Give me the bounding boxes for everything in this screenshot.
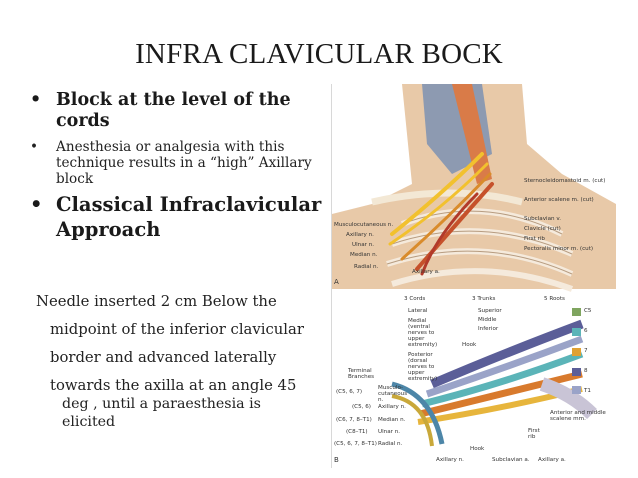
- bottom-axillary-n: Axillary n.: [436, 457, 464, 463]
- root-c5: C5: [584, 308, 592, 314]
- paragraph-line: towards the axilla at an angle 45: [50, 377, 297, 394]
- label-anterior-scalene: Anterior scalene m. (cut): [524, 197, 594, 203]
- cord-lateral: Lateral: [408, 308, 428, 314]
- label-median-n: Median n.: [350, 252, 378, 258]
- bullet-marker: •: [30, 90, 42, 110]
- branch-seg: (C8–T1): [346, 429, 368, 435]
- branch-name: Axillary n.: [378, 404, 406, 410]
- branch-name: Musculo-cutaneous n.: [378, 385, 408, 403]
- header-trunks: 3 Trunks: [472, 296, 496, 302]
- trunk-inferior: Inferior: [478, 326, 499, 332]
- branch-name: Median n.: [378, 417, 406, 423]
- label-pectoralis-minor: Pectoralis minor m. (cut): [524, 246, 594, 252]
- branch-name: Radial n.: [378, 441, 403, 447]
- paragraph-line: midpoint of the inferior clavicular: [50, 321, 304, 338]
- bullet-marker: •: [30, 193, 43, 217]
- bullet-item: • Anesthesia or analgesia with this tech…: [30, 139, 330, 187]
- branch-seg: (C5, 6, 7): [336, 389, 363, 395]
- label-axillary-n: Axillary n.: [346, 232, 374, 238]
- trunk-middle: Middle: [478, 317, 497, 323]
- root-7: 7: [584, 348, 588, 354]
- bullet-item: • Classical Infraclavicular Approach: [30, 193, 330, 242]
- label-radial-n: Radial n.: [354, 264, 379, 270]
- label-subclavian-v: Subclavian v.: [524, 216, 561, 222]
- label-clavicle: Clavicle (cut): [524, 226, 561, 232]
- label-axillary-a: Axillary a.: [412, 269, 440, 275]
- paragraph-line: deg , until a paraesthesia is: [62, 396, 261, 412]
- anatomy-figure: A B Sternocleidomastoid m. (cut) Anterio…: [331, 84, 616, 468]
- bullet-item: • Block at the level of the cords: [30, 90, 330, 131]
- branch-name: Ulnar n.: [378, 429, 401, 435]
- cord-medial: Medial (ventral nerves to upper extremit…: [408, 318, 438, 348]
- paragraph-line: elicited: [62, 414, 116, 430]
- cord-posterior: Posterior (dorsal nerves to upper extrem…: [408, 352, 438, 382]
- root-8: 8: [584, 368, 588, 374]
- branch-seg: (C6, 7, 8–T1): [336, 417, 372, 423]
- brachial-plexus-illustration: A B: [332, 84, 616, 468]
- header-cords: 3 Cords: [404, 296, 426, 302]
- bullet-text: Classical Infraclavicular Approach: [56, 193, 322, 241]
- root-6: 6: [584, 328, 588, 334]
- scalene-label: Anterior and middle scalene mm.: [550, 410, 606, 422]
- trunk-superior: Superior: [478, 308, 502, 314]
- terminal-branches-title: Terminal Branches: [348, 368, 375, 380]
- hook-label: Hook: [462, 342, 477, 348]
- paragraph-line: border and advanced laterally: [50, 349, 277, 366]
- root-t1: T1: [584, 388, 591, 394]
- bottom-subclavian-a: Subclavian a.: [492, 457, 530, 463]
- bullet-list: • Block at the level of the cords • Anes…: [30, 90, 330, 242]
- branch-seg: (C5, 6): [352, 404, 371, 410]
- label-ulnar-n: Ulnar n.: [352, 242, 375, 248]
- label-scm: Sternocleidomastoid m. (cut): [524, 178, 606, 184]
- label-musculocutaneous: Musculocutaneous n.: [334, 222, 394, 228]
- panel-a-label: A: [334, 278, 339, 286]
- first-rib-label: First rib: [528, 428, 540, 440]
- bottom-axillary-a: Axillary a.: [538, 457, 566, 463]
- bullet-text: Anesthesia or analgesia with this techni…: [56, 139, 312, 188]
- paragraph-line: Needle inserted 2 cm Below the: [36, 293, 277, 310]
- label-first-rib: First rib: [524, 236, 545, 242]
- hook-label: Hook: [470, 446, 485, 452]
- header-roots: 5 Roots: [544, 296, 565, 302]
- branch-seg: (C5, 6, 7, 8–T1): [334, 441, 377, 447]
- bullet-marker: •: [30, 139, 39, 156]
- panel-b-label: B: [334, 456, 339, 464]
- slide-title: INFRA CLAVICULAR BOCK: [135, 38, 503, 70]
- bullet-text: Block at the level of the cords: [56, 90, 291, 131]
